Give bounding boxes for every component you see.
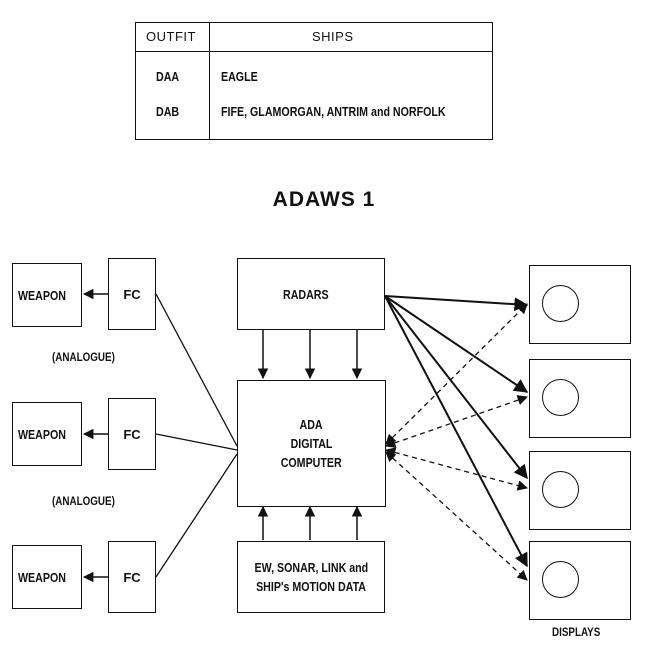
display-2 [529,359,631,438]
fc-box-1: FC [108,258,156,330]
radar-display-arrow-3 [384,295,528,480]
row-2-outfit: DAB [156,104,180,119]
row-2-ships: FIFE, GLAMORGAN, ANTRIM and NORFOLK [221,104,446,119]
inputs-line-2: SHIP's MOTION DATA [256,579,366,594]
inputs-line-1: EW, SONAR, LINK and [254,560,368,575]
inputs-box: EW, SONAR, LINK and SHIP's MOTION DATA [237,541,385,613]
analogue-label-1: (ANALOGUE) [52,350,115,364]
display-screen-icon [542,285,579,322]
fc-computer-line-1 [155,293,238,447]
weapon-box-1: WEAPON [12,263,82,327]
radar-display-arrow-2 [384,295,529,393]
weapon-box-3: WEAPON [12,545,82,609]
diagram-title: ADAWS 1 [272,188,376,211]
row-1-ships: EAGLE [221,69,258,84]
weapon-box-2: WEAPON [12,402,82,466]
display-screen-icon [542,561,579,598]
displays-label: DISPLAYS [552,625,601,639]
row-1-outfit: DAA [156,69,180,84]
outfit-table: OUTFIT SHIPS DAA EAGLE DAB FIFE, GLAMORG… [135,22,493,140]
display-3 [529,451,631,530]
computer-line-2: DIGITAL [290,436,333,451]
table-divider [209,23,210,139]
computer-display-link-4 [385,451,528,581]
table-header: OUTFIT SHIPS [136,23,492,52]
radar-display-arrow-4 [384,295,528,568]
display-screen-icon [542,471,579,508]
display-4 [529,541,631,620]
computer-display-link-1 [385,303,528,445]
header-ships: SHIPS [312,29,354,44]
display-screen-icon [542,379,579,416]
radar-display-arrow-1 [384,295,529,312]
computer-line-3: COMPUTER [280,455,342,470]
analogue-label-2: (ANALOGUE) [52,494,115,508]
fc-computer-line-3 [155,453,238,578]
fc-box-2: FC [108,398,156,470]
radars-box: RADARS [237,258,385,330]
fc-computer-line-2 [155,433,238,451]
computer-line-1: ADA [299,417,324,432]
display-1 [529,265,631,344]
fc-box-3: FC [108,541,156,613]
computer-display-link-3 [384,447,529,491]
computer-box: ADA DIGITAL COMPUTER [237,380,386,507]
header-outfit: OUTFIT [146,29,196,44]
computer-display-link-2 [385,395,528,448]
